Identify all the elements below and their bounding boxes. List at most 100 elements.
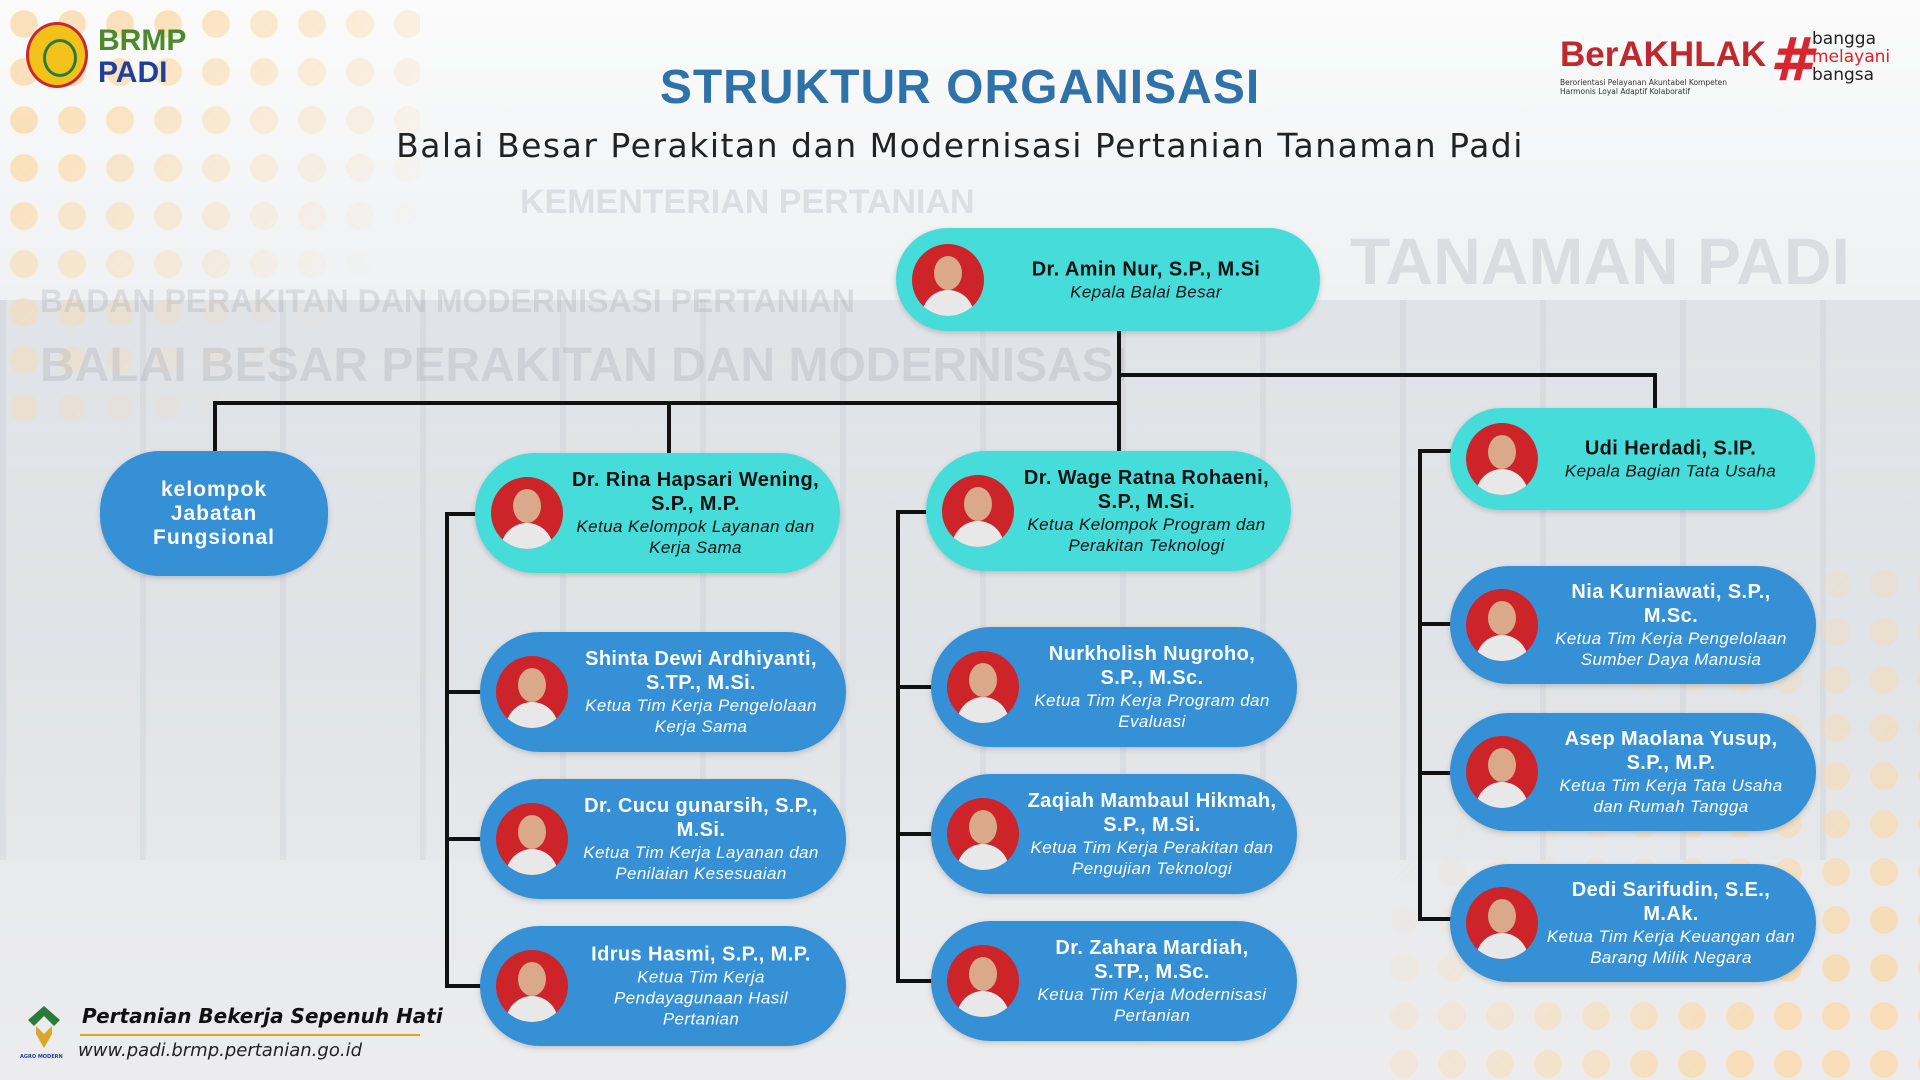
card-member[interactable]: Dr. Zahara Mardiah, S.TP., M.Sc.Ketua Ti… — [931, 921, 1297, 1041]
card-member[interactable]: Idrus Hasmi, S.P., M.P.Ketua Tim Kerja P… — [480, 926, 846, 1046]
avatar-body — [957, 991, 1009, 1017]
avatar-head — [969, 663, 997, 697]
card-text: Nia Kurniawati, S.P., M.Sc.Ketua Tim Ker… — [1546, 580, 1796, 670]
avatar-head — [969, 957, 997, 991]
card-text: Zaqiah Mambaul Hikmah, S.P., M.Si.Ketua … — [1027, 789, 1277, 879]
connector-line — [1117, 373, 1657, 377]
card-member[interactable]: Zaqiah Mambaul Hikmah, S.P., M.Si.Ketua … — [931, 774, 1297, 894]
connector-line — [1418, 449, 1422, 919]
avatar-body — [1476, 933, 1528, 959]
tagline-2: Harmonis Loyal Adaptif Kolaboratif — [1560, 87, 1691, 96]
connector-line — [1117, 401, 1121, 451]
avatar — [1466, 736, 1538, 808]
avatar — [942, 475, 1014, 547]
card-text: Nurkholish Nugroho, S.P., M.Sc.Ketua Tim… — [1027, 642, 1277, 732]
avatar-head — [518, 962, 546, 996]
connector-line — [667, 401, 671, 453]
card-group-program[interactable]: Dr. Wage Ratna Rohaeni, S.P., M.Si.Ketua… — [926, 451, 1291, 571]
card-member[interactable]: Nia Kurniawati, S.P., M.Sc.Ketua Tim Ker… — [1450, 566, 1816, 684]
person-name: Asep Maolana Yusup, S.P., M.P. — [1564, 728, 1778, 774]
bmb-3: bangsa — [1812, 65, 1875, 85]
person-role: Ketua Tim Kerja Tata Usaha dan Rumah Tan… — [1559, 776, 1783, 816]
avatar-body — [506, 702, 558, 728]
connector-line — [445, 512, 449, 984]
bg-text-1: KEMENTERIAN PERTANIAN — [520, 183, 975, 221]
avatar-body — [922, 289, 974, 316]
avatar-head — [1488, 899, 1516, 933]
avatar-head — [934, 255, 962, 290]
connector-line — [1418, 917, 1452, 921]
berakhlak-text: BerAKHLAK — [1560, 35, 1767, 74]
berakhlak-logo: BerAKHLAK Berorientasi Pelayanan Akuntab… — [1560, 30, 1905, 100]
avatar — [1466, 423, 1538, 495]
card-member[interactable]: Dedi Sarifudin, S.E., M.Ak.Ketua Tim Ker… — [1450, 864, 1816, 982]
person-role: Ketua Kelompok Layanan dan Kerja Sama — [576, 517, 815, 557]
avatar-body — [1476, 782, 1528, 808]
card-text: Idrus Hasmi, S.P., M.P.Ketua Tim Kerja P… — [576, 943, 826, 1030]
person-role: Ketua Tim Kerja Pengelolaan Sumber Daya … — [1555, 629, 1787, 669]
person-name: Dr. Wage Ratna Rohaeni, S.P., M.Si. — [1023, 467, 1270, 513]
person-name: Shinta Dewi Ardhiyanti, S.TP., M.Si. — [585, 648, 817, 694]
person-role: Ketua Tim Kerja Keuangan dan Barang Mili… — [1546, 927, 1796, 967]
card-member[interactable]: Shinta Dewi Ardhiyanti, S.TP., M.Si.Ketu… — [480, 632, 846, 752]
card-group-tata-usaha[interactable]: Udi Herdadi, S.IP.Kepala Bagian Tata Usa… — [1450, 408, 1815, 510]
footer-divider — [80, 1034, 420, 1036]
logo-brmp-text: BRMP — [98, 24, 187, 57]
avatar-head — [518, 668, 546, 702]
connector-line — [1117, 331, 1121, 403]
logo-padi-text: PADI — [98, 56, 168, 89]
card-text: Udi Herdadi, S.IP.Kepala Bagian Tata Usa… — [1546, 437, 1795, 482]
connector-line — [896, 510, 900, 982]
person-role: Ketua Tim Kerja Pengelolaan Kerja Sama — [585, 696, 817, 736]
card-member[interactable]: Dr. Cucu gunarsih, S.P., M.Si.Ketua Tim … — [480, 779, 846, 899]
avatar-head — [1488, 601, 1516, 635]
avatar-body — [501, 523, 553, 549]
ministry-seal-icon — [26, 22, 88, 88]
page-subtitle: Balai Besar Perakitan dan Modernisasi Pe… — [396, 126, 1524, 165]
card-text: Dr. Cucu gunarsih, S.P., M.Si.Ketua Tim … — [576, 794, 826, 884]
connector-line — [445, 690, 483, 694]
card-group-layanan[interactable]: Dr. Rina Hapsari Wening, S.P., M.P.Ketua… — [475, 453, 840, 573]
avatar-head — [1488, 748, 1516, 782]
person-name: Udi Herdadi, S.IP. — [1584, 437, 1757, 460]
person-role: Kepala Balai Besar — [1070, 282, 1222, 301]
card-text: Dr. Wage Ratna Rohaeni, S.P., M.Si.Ketua… — [1022, 466, 1271, 556]
footer-slogan: Pertanian Bekerja Sepenuh Hati — [82, 1004, 443, 1028]
card-text: Asep Maolana Yusup, S.P., M.P.Ketua Tim … — [1546, 727, 1796, 817]
bg-text-4: TANAMAN PADI — [1350, 224, 1850, 298]
hashtag-icon: # — [1770, 25, 1812, 95]
avatar-head — [969, 810, 997, 844]
footer: AGRO MODERN Pertanian Bekerja Sepenuh Ha… — [20, 1000, 443, 1070]
avatar-body — [1476, 635, 1528, 661]
person-role: Ketua Kelompok Program dan Perakitan Tek… — [1027, 515, 1266, 555]
connector-line — [896, 979, 934, 983]
card-member[interactable]: Nurkholish Nugroho, S.P., M.Sc.Ketua Tim… — [931, 627, 1297, 747]
person-name: Dr. Rina Hapsari Wening, S.P., M.P. — [571, 469, 820, 515]
avatar-head — [964, 487, 992, 521]
connector-line — [445, 512, 479, 516]
card-member[interactable]: Asep Maolana Yusup, S.P., M.P.Ketua Tim … — [1450, 713, 1816, 831]
agro-modern-logo-icon — [28, 1006, 60, 1048]
footer-url[interactable]: www.padi.brmp.pertanian.go.id — [78, 1040, 362, 1061]
avatar — [496, 656, 568, 728]
brmp-padi-logo: BRMP PADI — [26, 22, 226, 92]
person-role: Ketua Tim Kerja Program dan Evaluasi — [1034, 691, 1270, 731]
avatar — [491, 477, 563, 549]
card-text: Dedi Sarifudin, S.E., M.Ak.Ketua Tim Ker… — [1546, 878, 1796, 968]
connector-line — [1653, 373, 1657, 409]
avatar — [496, 950, 568, 1022]
avatar — [947, 798, 1019, 870]
tagline-1: Berorientasi Pelayanan Akuntabel Kompete… — [1560, 78, 1728, 87]
card-fungsional[interactable]: kelompok Jabatan Fungsional — [100, 451, 328, 576]
avatar-body — [506, 849, 558, 875]
bmb-1: bangga — [1812, 29, 1876, 49]
avatar-body — [1476, 469, 1528, 495]
connector-line — [896, 832, 934, 836]
person-name: Dedi Sarifudin, S.E., M.Ak. — [1571, 879, 1771, 925]
card-text: Dr. Zahara Mardiah, S.TP., M.Sc.Ketua Ti… — [1027, 936, 1277, 1026]
connector-line — [896, 685, 934, 689]
avatar-body — [952, 521, 1004, 547]
